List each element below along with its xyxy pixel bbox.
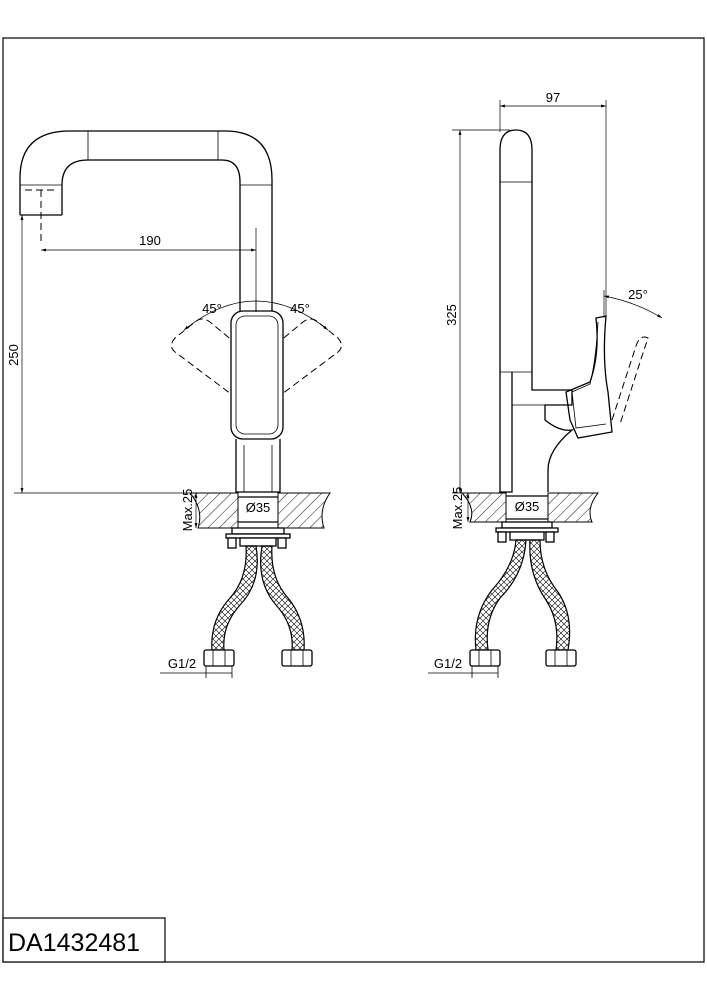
side-hose-left	[474, 539, 527, 651]
side-lever-open-ghost	[611, 336, 649, 425]
front-lever-body	[230, 310, 284, 440]
front-hose-right	[260, 545, 305, 651]
side-max-deck-label: Max.25	[450, 487, 465, 530]
front-height-label: 250	[6, 344, 21, 366]
front-reach-label: 190	[139, 233, 161, 248]
front-deck-left	[188, 492, 239, 529]
side-body-curve	[531, 372, 575, 492]
sheet-border	[2, 37, 705, 963]
side-body	[499, 372, 513, 493]
document-code: DA1432481	[8, 929, 140, 957]
side-hose-right	[529, 539, 571, 651]
side-lever	[565, 315, 613, 439]
side-lever-angle-arc	[603, 295, 663, 319]
front-swivel-left-label: 45°	[202, 301, 222, 316]
front-lever-right-ghost	[254, 318, 342, 413]
front-deck-right	[277, 492, 331, 529]
front-lower-body	[235, 439, 281, 493]
front-base-diameter-label: Ø35	[246, 500, 271, 515]
side-thread-label: G1/2	[434, 656, 462, 671]
front-spout-inner	[61, 159, 241, 312]
side-lever-angle-label: 25°	[628, 287, 648, 302]
side-view	[428, 100, 663, 678]
front-thread-label: G1/2	[168, 656, 196, 671]
document-code-box	[2, 917, 166, 963]
front-spout-outline	[19, 130, 273, 312]
front-hose-left	[211, 545, 258, 651]
side-deck-left	[460, 492, 507, 523]
side-depth-label: 97	[546, 90, 560, 105]
front-lever-left-ghost	[171, 318, 259, 413]
front-swivel-right-label: 45°	[290, 301, 310, 316]
side-deck-right	[547, 492, 600, 523]
front-max-deck-label: Max.25	[180, 489, 195, 532]
front-view	[14, 130, 342, 678]
side-spout-outline	[499, 129, 533, 372]
side-height-label: 325	[444, 304, 459, 326]
side-base-diameter-label: Ø35	[515, 499, 540, 514]
